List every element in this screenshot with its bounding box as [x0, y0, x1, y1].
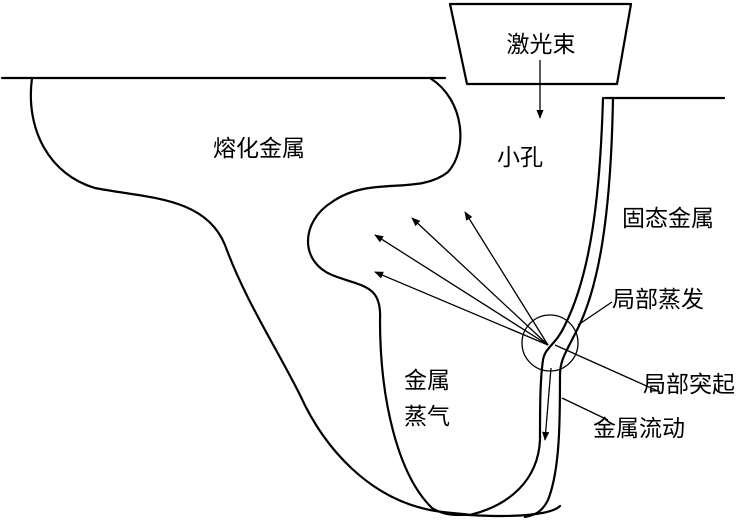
label-metal-flow: 金属流动 [593, 416, 685, 442]
leader-local-protrusion [554, 344, 661, 393]
laser-beam-shape [448, 2, 633, 86]
molten-pool-outline [29, 76, 472, 517]
vapor-arrow-1 [464, 211, 549, 346]
label-molten-metal: 熔化金属 [213, 136, 305, 162]
vapor-arrow-4 [374, 271, 549, 346]
label-solid-metal: 固态金属 [622, 206, 714, 232]
label-local-protrusion: 局部突起 [643, 372, 735, 398]
keyhole-wall-inner [468, 96, 605, 517]
metal-flow-arrow [542, 367, 552, 441]
label-metal-vapor-line1: 金属 [404, 368, 450, 394]
label-keyhole: 小孔 [497, 145, 543, 171]
leader-local-evaporation [577, 301, 613, 326]
leader-metal-flow [561, 397, 609, 421]
label-metal-vapor-line2: 蒸气 [404, 404, 450, 430]
vapor-arrow-2 [411, 217, 549, 346]
local-evaporation-circle [521, 314, 579, 372]
label-local-evaporation: 局部蒸发 [612, 287, 704, 313]
label-laser-beam: 激光束 [507, 32, 576, 58]
molten-metal-boundary [307, 76, 472, 517]
vapor-arrow-3 [374, 234, 549, 346]
